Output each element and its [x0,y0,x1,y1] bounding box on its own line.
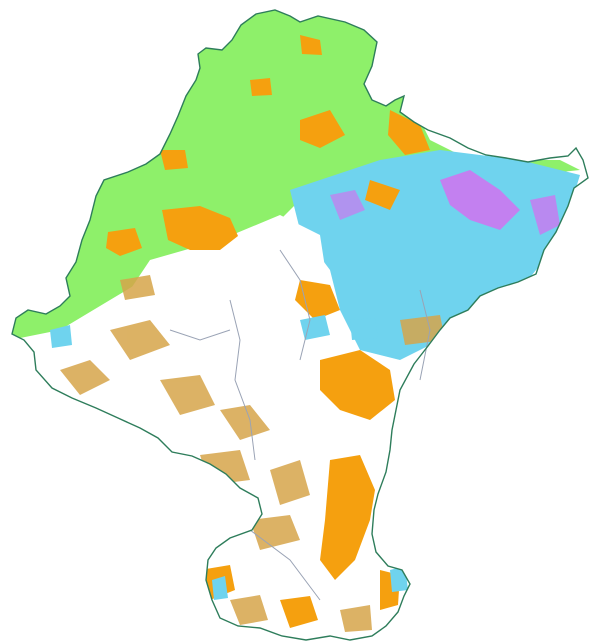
land-cover-violet-east [530,195,560,235]
land-cover-ochre-patches [60,275,445,632]
land-cover-orange-patches [106,35,435,628]
land-cover-violet-northeast [440,170,520,230]
internal-boundaries [169,249,431,601]
land-cover-violet-central [330,190,365,220]
